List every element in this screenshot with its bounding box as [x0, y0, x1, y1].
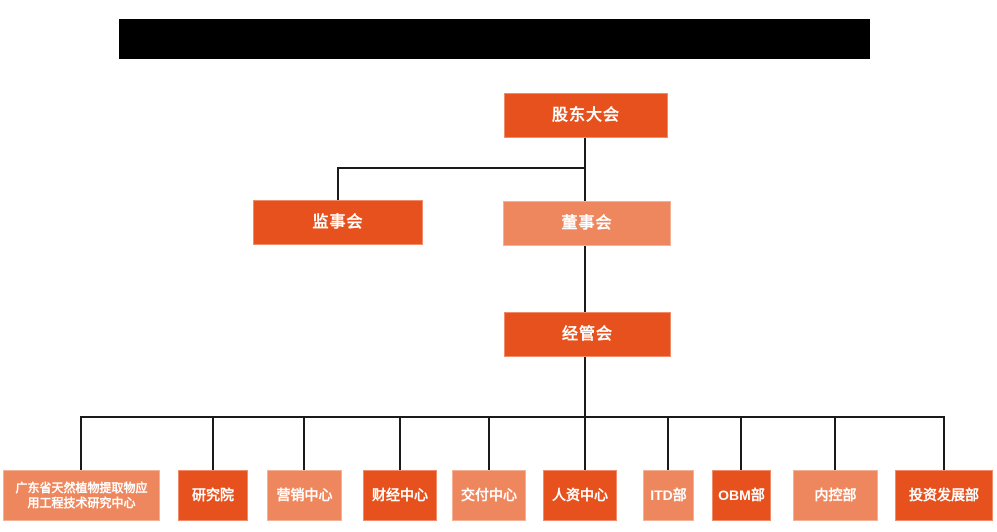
- org-node-label: 经管会: [561, 325, 613, 343]
- org-node-label: 财经中心: [372, 486, 428, 503]
- connector-line: [303, 416, 305, 470]
- org-node-hr-center: 人资中心: [543, 470, 617, 521]
- org-node-label: 研究院: [192, 486, 234, 503]
- connector-line: [337, 167, 339, 200]
- connector-line: [584, 138, 586, 201]
- redacted-title-bar: [119, 19, 870, 59]
- org-node-label: ITD部: [650, 486, 687, 503]
- connector-line: [488, 416, 490, 470]
- connector-line: [943, 416, 945, 470]
- org-node-label: 内控部: [814, 486, 857, 503]
- connector-line: [584, 246, 586, 312]
- org-node-supervisory-board: 监事会: [253, 200, 423, 245]
- org-node-internal-control-dept: 内控部: [793, 470, 878, 521]
- connector-line: [80, 416, 945, 418]
- org-node-label: 人资中心: [552, 486, 608, 503]
- org-node-label: 投资发展部: [909, 486, 979, 503]
- connector-line: [834, 416, 836, 470]
- org-node-label: 董事会: [561, 214, 613, 232]
- connector-line: [337, 167, 586, 169]
- connector-line: [212, 416, 214, 470]
- org-node-management-committee: 经管会: [504, 312, 671, 357]
- org-node-obm-dept: OBM部: [712, 470, 771, 521]
- org-node-label: OBM部: [718, 486, 765, 503]
- connector-line: [584, 357, 586, 470]
- org-node-delivery-center: 交付中心: [452, 470, 526, 521]
- org-node-label: 广东省天然植物提取物应 用工程技术研究中心: [15, 480, 148, 510]
- org-node-research-institute: 研究院: [178, 470, 248, 521]
- org-node-itd-dept: ITD部: [643, 470, 694, 521]
- org-node-finance-center: 财经中心: [363, 470, 437, 521]
- org-node-research-center: 广东省天然植物提取物应 用工程技术研究中心: [3, 470, 160, 521]
- connector-line: [740, 416, 742, 470]
- connector-line: [399, 416, 401, 470]
- org-node-shareholders-meeting: 股东大会: [504, 93, 668, 138]
- org-node-label: 监事会: [312, 213, 364, 231]
- org-node-label: 营销中心: [276, 486, 333, 503]
- connector-line: [667, 416, 669, 470]
- connector-line: [80, 416, 82, 470]
- org-node-label: 交付中心: [461, 486, 517, 503]
- org-node-label: 股东大会: [551, 106, 620, 124]
- org-node-investment-development-dept: 投资发展部: [895, 470, 993, 521]
- org-node-marketing-center: 营销中心: [267, 470, 342, 521]
- org-node-board-of-directors: 董事会: [503, 201, 671, 246]
